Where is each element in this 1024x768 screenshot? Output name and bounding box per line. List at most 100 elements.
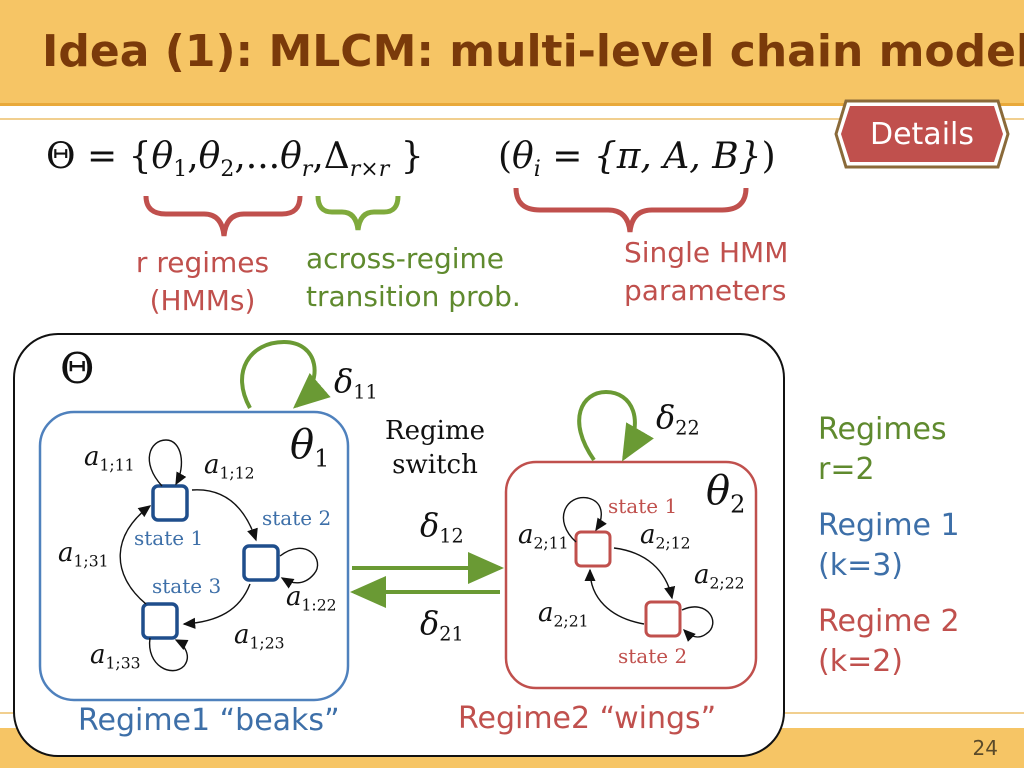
- r1-a12-sub: 1;12: [219, 464, 255, 483]
- open-paren: (: [498, 136, 513, 177]
- r1-state1-label: state 1: [134, 526, 204, 550]
- regime-switch-label: Regime switch: [380, 414, 490, 482]
- delta21-label: δ21: [420, 604, 464, 646]
- r1-a31-arc: [119, 505, 152, 605]
- right-equals: =: [552, 136, 583, 177]
- r1-state3: [141, 602, 179, 640]
- side-note-regime2-line1: Regime 2: [818, 604, 960, 639]
- r2-a21-sub: 2;21: [553, 612, 589, 631]
- regime1-theta-sub: 1: [314, 444, 330, 473]
- title-divider: [0, 118, 1024, 120]
- r2-a12-sub: 2;12: [655, 534, 691, 553]
- single-hmm-line2: parameters: [624, 274, 787, 307]
- details-button[interactable]: Details: [832, 97, 1012, 171]
- r2-a12-label: a2;12: [640, 520, 691, 552]
- r1-state2: [242, 544, 280, 582]
- r1-a22-sub: 1:22: [301, 596, 337, 615]
- across-line1: across-regime: [306, 242, 505, 275]
- delta22-label: δ22: [656, 398, 700, 440]
- delta22-sub: 22: [675, 416, 700, 440]
- r1-state2-label: state 2: [262, 506, 332, 530]
- slide-title: Idea (1): MLCM: multi-level chain model: [42, 26, 1024, 77]
- equals-sign: =: [86, 136, 118, 177]
- r1-a12-base: a: [204, 450, 220, 480]
- delta22-loop: [577, 389, 654, 462]
- theta-symbol: Θ: [46, 136, 76, 177]
- regime2-theta: θ2: [706, 468, 745, 518]
- r1-a12-label: a1;12: [204, 450, 255, 482]
- open-brace: {: [128, 136, 152, 177]
- side-note-regime2-line2: (k=2): [818, 644, 904, 679]
- delta22-base: δ: [656, 398, 676, 436]
- regime2-caption: Regime2 “wings”: [458, 701, 717, 736]
- r1-a31-label: a1;31: [58, 538, 109, 570]
- theta-2: θ: [198, 136, 221, 177]
- r1-a22-loop: [279, 547, 319, 589]
- theta-r: θ: [280, 136, 302, 177]
- r1-a23-sub: 1;23: [249, 634, 285, 653]
- comma-2: ,: [312, 136, 324, 177]
- delta-symbol: Δ: [323, 136, 350, 177]
- delta21-base: δ: [420, 604, 440, 642]
- single-hmm-line1: Single HMM: [624, 236, 789, 269]
- r2-a11-loop: [562, 496, 607, 543]
- brace-r-regimes: [143, 195, 303, 237]
- r1-a23-label: a1;23: [234, 620, 285, 652]
- delta12-label: δ12: [420, 506, 464, 548]
- hmm-parameters-formula: (θi = {π, A, B}): [498, 136, 776, 182]
- r1-a22-base: a: [286, 582, 302, 612]
- r2-a22-sub: 2;22: [709, 574, 745, 593]
- delta-sub: r×r: [349, 157, 390, 183]
- regime2-theta-symbol: θ: [706, 468, 731, 514]
- r1-state3-label: state 3: [152, 574, 222, 598]
- theta-definition: Θ = {θ1,θ2,...θr,Δr×r }: [46, 136, 424, 182]
- r2-a12-arc: [613, 547, 676, 600]
- r1-a12-arc: [191, 489, 258, 542]
- regime1-box: [38, 410, 350, 702]
- side-note-regime1: Regime 1 (k=3): [818, 506, 960, 586]
- r-regimes-line1: r regimes: [135, 246, 270, 279]
- theta-r-sub: r: [301, 157, 313, 183]
- r2-state1-label: state 1: [608, 494, 678, 518]
- r1-a33-base: a: [90, 640, 106, 670]
- r2-a21-base: a: [538, 598, 554, 628]
- r1-a31-base: a: [58, 538, 74, 568]
- page-number: 24: [972, 736, 998, 760]
- title-bar: [0, 0, 1024, 106]
- side-note-regimes: Regimes r=2: [818, 410, 947, 490]
- r1-a11-base: a: [84, 442, 100, 472]
- delta11-base: δ: [334, 362, 354, 400]
- regime1-theta-symbol: θ: [290, 422, 315, 468]
- ellipsis: ,...: [234, 136, 281, 177]
- r-regimes-line2: (HMMs): [149, 284, 256, 317]
- delta11-label: δ11: [334, 362, 378, 404]
- side-note-regimes-line1: Regimes: [818, 412, 947, 447]
- r1-a23-base: a: [234, 620, 250, 650]
- r2-a11-base: a: [518, 520, 534, 550]
- delta21-sub: 21: [439, 622, 464, 646]
- r1-a31-sub: 1;31: [73, 552, 109, 571]
- side-note-regime1-line2: (k=3): [818, 548, 904, 583]
- r1-a33-loop: [149, 637, 189, 672]
- r2-a22-label: a2;22: [694, 560, 745, 592]
- regime1-theta: θ1: [290, 422, 329, 472]
- side-note-regimes-line2: r=2: [818, 452, 875, 487]
- theta-1-sub: 1: [173, 157, 188, 183]
- theta-1: θ: [151, 136, 174, 177]
- r2-a12-base: a: [640, 520, 656, 550]
- r1-state1: [151, 484, 189, 522]
- r2-state2-label: state 2: [618, 644, 688, 668]
- close-brace: }: [400, 136, 424, 177]
- theta-2-sub: 2: [220, 157, 235, 183]
- delta11-sub: 11: [353, 380, 378, 404]
- r2-a21-label: a2;21: [538, 598, 589, 630]
- brace-across-regime: [315, 195, 401, 231]
- details-button-label: Details: [869, 116, 974, 152]
- close-paren: ): [761, 136, 776, 177]
- regime2-theta-sub: 2: [730, 490, 746, 519]
- theta-i: θ: [512, 136, 534, 177]
- side-note-regime2: Regime 2 (k=2): [818, 602, 960, 682]
- r1-a22-label: a1:22: [286, 582, 337, 614]
- single-hmm-label: Single HMM parameters: [624, 234, 788, 310]
